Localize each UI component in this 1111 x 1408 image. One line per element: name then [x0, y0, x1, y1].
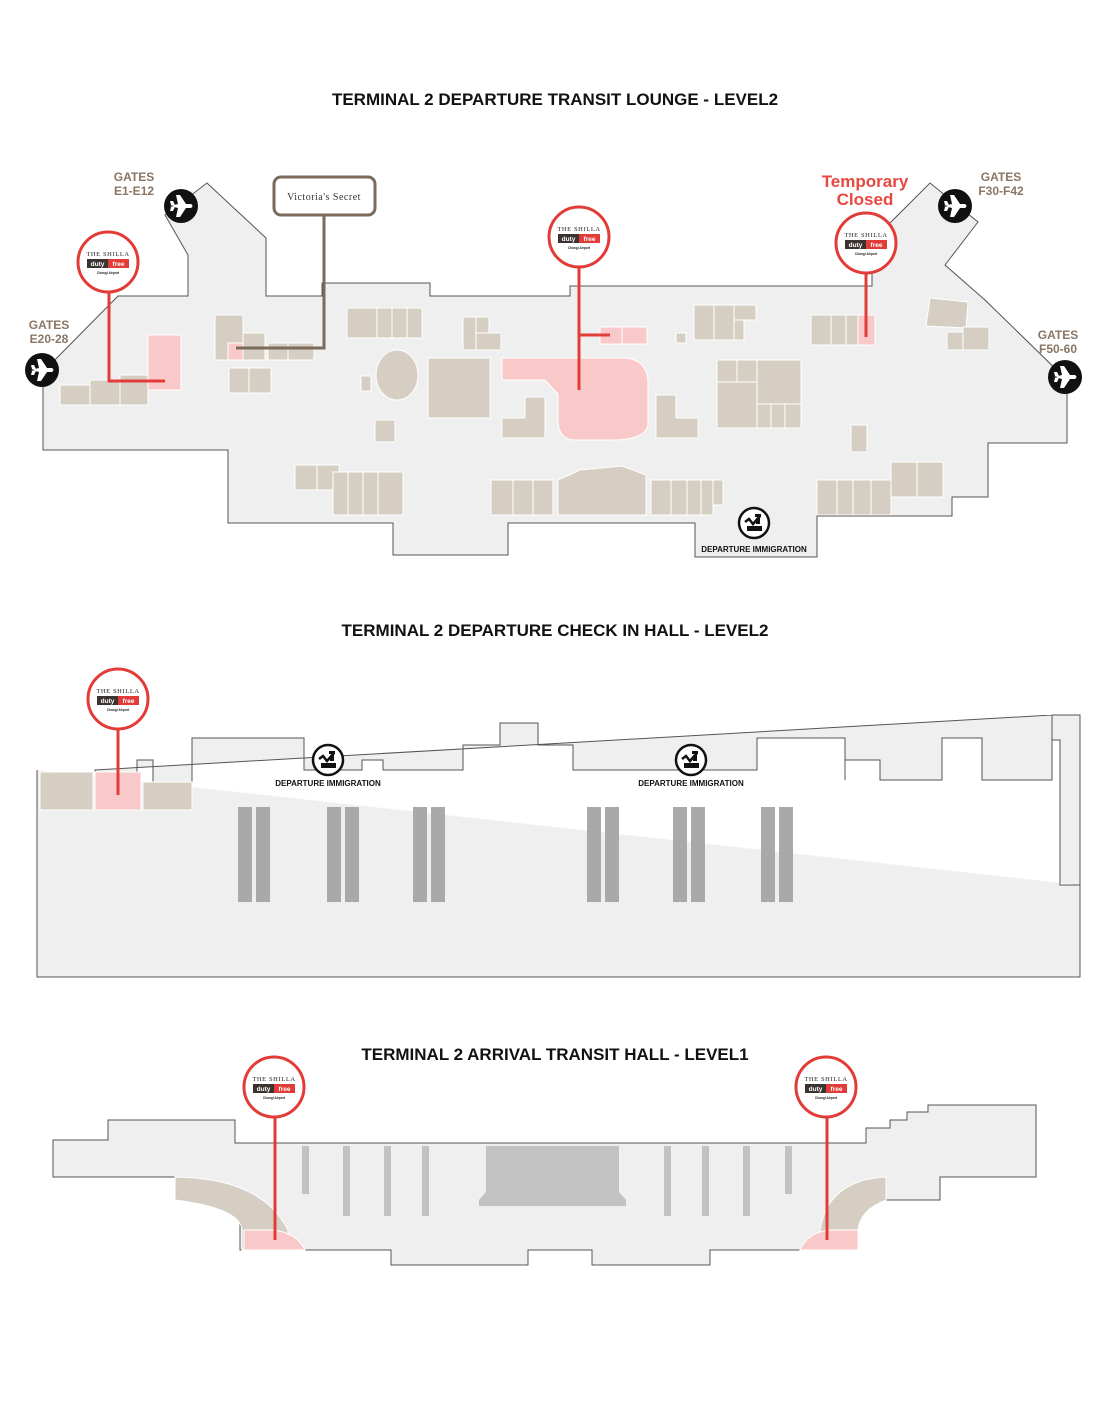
duty-box [97, 696, 118, 705]
duty-box [805, 1084, 826, 1093]
shilla-logo-text: THE SHILLA [844, 232, 887, 239]
free-box [579, 234, 600, 243]
gate-range: E1-E12 [114, 184, 154, 198]
free-text: free [123, 698, 135, 705]
changi-airport-text: Changi Airport [855, 252, 878, 256]
duty-text: duty [849, 242, 863, 249]
free-box [826, 1084, 847, 1093]
changi-airport-text: Changi Airport [815, 1096, 838, 1100]
changi-airport-text: Changi Airport [568, 246, 591, 250]
plane-icon [1048, 360, 1082, 394]
gate-range: F50-60 [1039, 342, 1077, 356]
plane-icon [938, 189, 972, 223]
victorias-secret-label: Victoria's Secret [287, 192, 361, 203]
gate-label: GATES [29, 318, 69, 332]
free-box [274, 1084, 295, 1093]
free-text: free [113, 261, 125, 268]
duty-text: duty [101, 698, 115, 705]
gate-range: F30-F42 [978, 184, 1024, 198]
check-in-counters [238, 807, 793, 902]
free-box [108, 259, 129, 268]
shilla-logo-text: THE SHILLA [86, 251, 129, 258]
temporary-closed-label: Closed [837, 190, 894, 209]
transit-lounge-title: TERMINAL 2 DEPARTURE TRANSIT LOUNGE - LE… [332, 90, 778, 109]
temporary-closed-label: Temporary [822, 172, 909, 191]
duty-text: duty [809, 1086, 823, 1093]
gate-label: GATES [981, 170, 1021, 184]
shilla-logo-text: THE SHILLA [804, 1076, 847, 1083]
gate-range: E20-28 [30, 332, 69, 346]
arrival-hall-title: TERMINAL 2 ARRIVAL TRANSIT HALL - LEVEL1 [361, 1045, 748, 1064]
duty-text: duty [562, 236, 576, 243]
immigration-label: DEPARTURE IMMIGRATION [701, 545, 807, 554]
immigration-icon [311, 743, 345, 777]
free-text: free [831, 1086, 843, 1093]
changi-airport-text: Changi Airport [263, 1096, 286, 1100]
victorias-secret-marker[interactable]: Victoria's Secret [272, 175, 377, 217]
changi-airport-text: Changi Airport [97, 271, 120, 275]
duty-box [87, 259, 108, 268]
changi-airport-text: Changi Airport [107, 708, 130, 712]
check-in-hall-title: TERMINAL 2 DEPARTURE CHECK IN HALL - LEV… [342, 621, 769, 640]
free-text: free [871, 242, 883, 249]
free-box [866, 240, 887, 249]
free-text: free [584, 236, 596, 243]
gate-label: GATES [114, 170, 154, 184]
transit-lounge-shops [59, 297, 990, 516]
check-in-hall-floor [36, 714, 1081, 978]
immigration-icon [737, 506, 771, 540]
duty-box [253, 1084, 274, 1093]
plane-icon [25, 353, 59, 387]
immigration-icon [674, 743, 708, 777]
duty-box [558, 234, 579, 243]
duty-text: duty [91, 261, 105, 268]
duty-box [845, 240, 866, 249]
victorias-secret-pointer-line [236, 215, 326, 350]
shilla-pointer-line [577, 265, 610, 390]
gate-label: GATES [1038, 328, 1078, 342]
shilla-logo-text: THE SHILLA [557, 226, 600, 233]
arrival-hall-shops [174, 1176, 887, 1251]
immigration-label: DEPARTURE IMMIGRATION [638, 779, 744, 788]
arrival-hall-belts [302, 1146, 792, 1216]
immigration-label: DEPARTURE IMMIGRATION [275, 779, 381, 788]
free-text: free [279, 1086, 291, 1093]
plane-icon [164, 189, 198, 223]
shilla-logo-text: THE SHILLA [252, 1076, 295, 1083]
duty-text: duty [257, 1086, 271, 1093]
shilla-pointer-line [107, 288, 165, 383]
free-box [118, 696, 139, 705]
shilla-logo-text: THE SHILLA [96, 688, 139, 695]
